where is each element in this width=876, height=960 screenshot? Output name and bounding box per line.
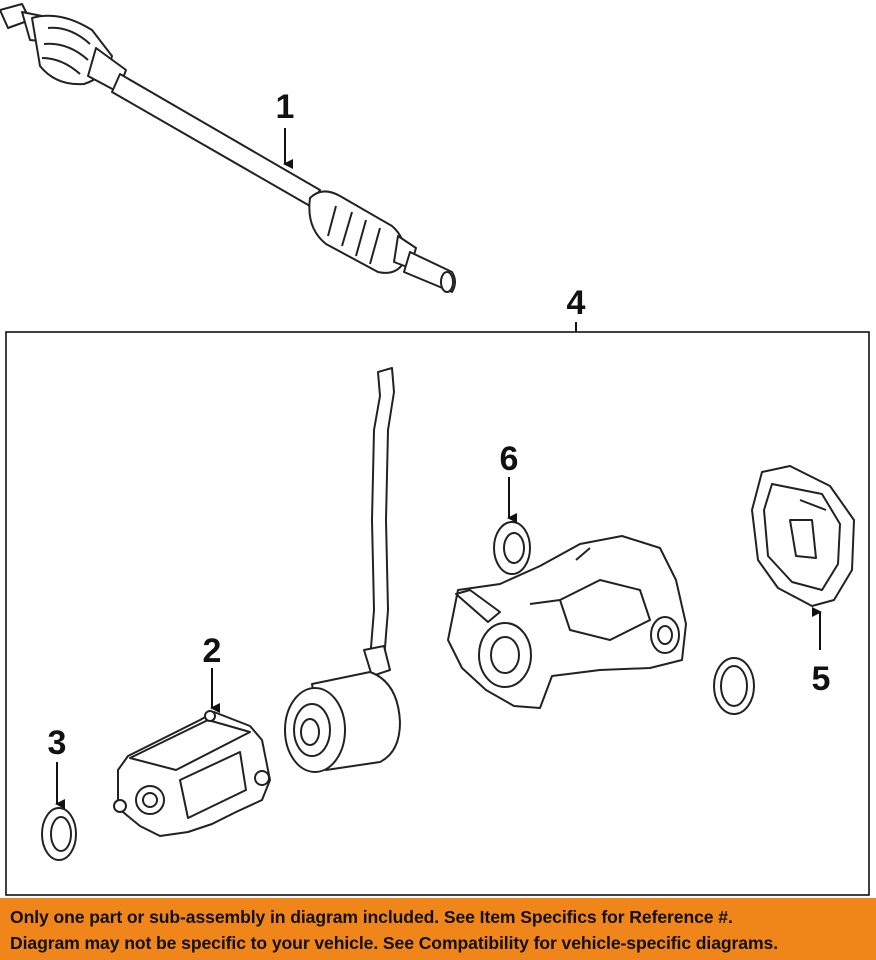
callout-2: 2 xyxy=(203,632,222,670)
callout-1: 1 xyxy=(276,88,295,126)
notice-banner: Only one part or sub-assembly in diagram… xyxy=(0,898,876,960)
gasket-ring-drawing xyxy=(713,657,755,715)
callout-leaders xyxy=(55,128,822,809)
parts-diagram: 1 4 2 3 6 5 xyxy=(0,3,870,896)
axle-shaft-drawing xyxy=(0,3,456,293)
differential-cover-drawing xyxy=(751,465,855,607)
notice-line-2: Diagram may not be specific to your vehi… xyxy=(10,933,779,953)
pinion-seal-drawing xyxy=(493,521,531,575)
notice-line-1: Only one part or sub-assembly in diagram… xyxy=(10,907,733,927)
callout-5: 5 xyxy=(812,660,831,698)
callout-6: 6 xyxy=(500,440,519,478)
callout-3: 3 xyxy=(48,724,67,762)
rear-axle-assembly-frame xyxy=(5,331,870,896)
callout-4: 4 xyxy=(567,284,586,322)
seal-3-drawing xyxy=(41,807,77,861)
mount-bushing-drawing xyxy=(284,367,401,773)
transfer-case-drawing xyxy=(113,710,271,837)
differential-carrier-drawing xyxy=(447,535,687,709)
